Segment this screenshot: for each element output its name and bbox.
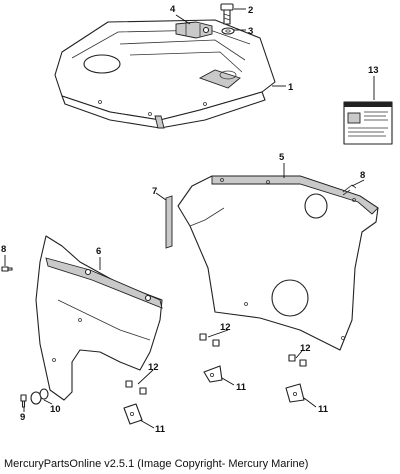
part-7-seal-strip[interactable] bbox=[165, 195, 173, 249]
callout-10: 10 bbox=[50, 404, 61, 415]
part-11-bracket-center[interactable] bbox=[203, 365, 223, 383]
part-10-washer[interactable] bbox=[30, 388, 49, 405]
callout-13: 13 bbox=[368, 65, 379, 76]
part-12-screws-center[interactable] bbox=[199, 333, 220, 347]
callout-numbers: 2 4 3 1 13 5 7 8 8 6 12 12 12 11 11 11 1… bbox=[1, 4, 379, 435]
part-3-washer[interactable] bbox=[221, 27, 235, 35]
part-9-screw[interactable] bbox=[20, 394, 27, 408]
part-5-side-panel[interactable] bbox=[177, 175, 379, 351]
callout-6: 6 bbox=[96, 246, 101, 257]
callout-12-center: 12 bbox=[220, 322, 231, 333]
callout-11-right: 11 bbox=[318, 404, 329, 415]
callout-2: 2 bbox=[248, 5, 253, 16]
callout-12-left: 12 bbox=[148, 362, 159, 373]
part-11-bracket-right[interactable] bbox=[285, 383, 305, 403]
callout-3: 3 bbox=[248, 26, 253, 37]
copyright-footer: MercuryPartsOnline v2.5.1 (Image Copyrig… bbox=[4, 458, 309, 470]
callout-1: 1 bbox=[288, 82, 294, 93]
callout-11-left: 11 bbox=[155, 424, 166, 435]
part-11-bracket-left[interactable] bbox=[123, 403, 143, 425]
callout-5: 5 bbox=[279, 152, 285, 163]
part-8-screw-left[interactable] bbox=[1, 266, 13, 272]
part-4-grommet[interactable] bbox=[175, 21, 213, 39]
callout-12-right: 12 bbox=[300, 343, 311, 354]
callout-11-center: 11 bbox=[236, 382, 247, 393]
callout-8-right: 8 bbox=[360, 170, 365, 181]
part-13-decal[interactable] bbox=[343, 101, 393, 145]
part-1-top-cover[interactable] bbox=[54, 19, 276, 129]
part-12-screws-left[interactable] bbox=[125, 380, 147, 395]
part-12-screws-right[interactable] bbox=[288, 354, 307, 367]
callout-9: 9 bbox=[20, 412, 25, 423]
part-6-front-panel[interactable] bbox=[35, 235, 163, 401]
leader-lines bbox=[4, 8, 375, 429]
part-2-screw[interactable] bbox=[220, 3, 234, 25]
part-8-clip-right[interactable] bbox=[342, 184, 357, 196]
callout-4: 4 bbox=[170, 4, 176, 15]
callout-8-left: 8 bbox=[1, 244, 6, 255]
callout-7: 7 bbox=[152, 186, 157, 197]
